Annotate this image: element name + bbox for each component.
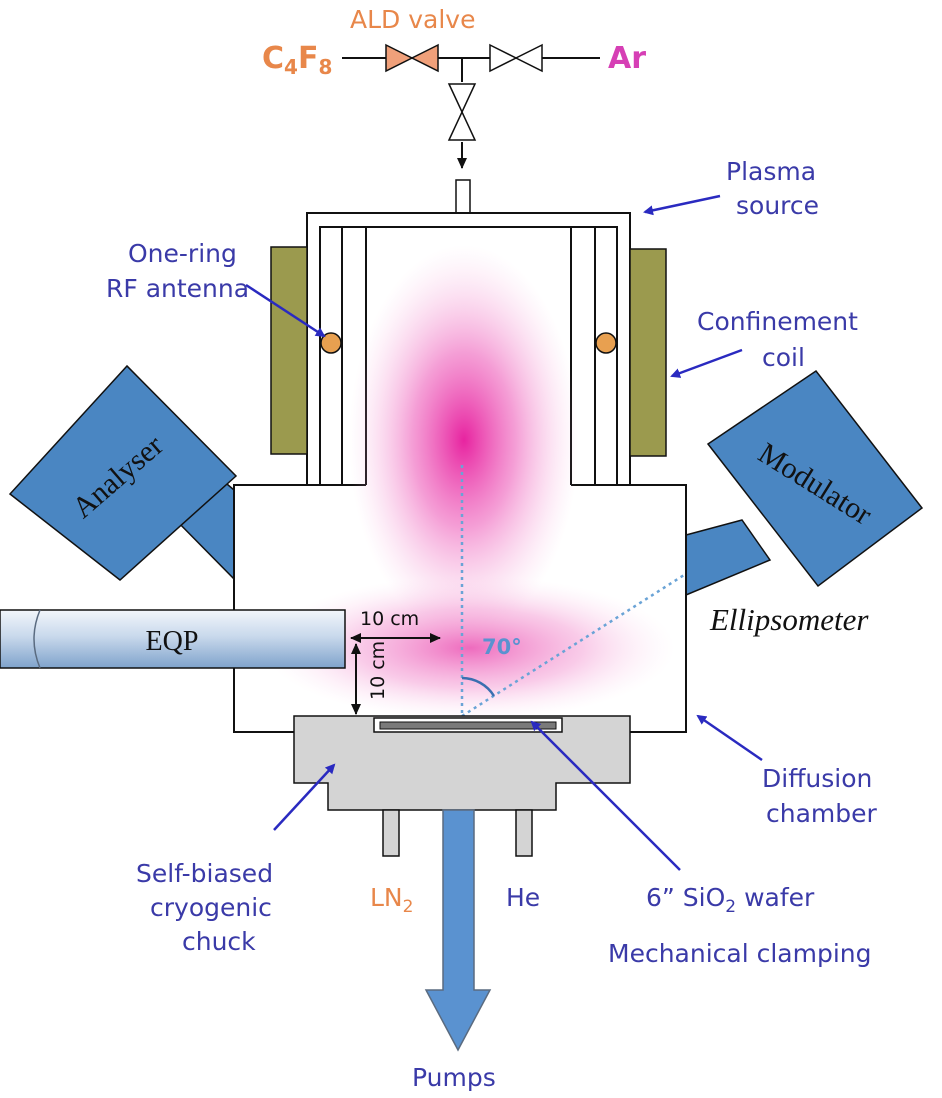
pumps-label: Pumps: [412, 1063, 496, 1092]
eqp-probe: EQP: [0, 609, 346, 669]
c4f8-gas-label: C4F8: [262, 41, 332, 79]
argon-valve-icon[interactable]: [489, 43, 543, 73]
cryogenic-chuck: [293, 715, 631, 857]
argon-gas-label: Ar: [608, 41, 646, 76]
plasma-source-callout: [643, 194, 721, 216]
dimension-vertical-label: 10 cm: [367, 641, 389, 700]
antenna-callout: [245, 283, 326, 338]
ellipsometer-beam: [460, 465, 685, 718]
pumps-arrow-icon: [424, 809, 492, 1052]
analyser: Analyser: [8, 364, 241, 587]
angle-label: 70°: [482, 635, 522, 659]
modulator: Modulator: [685, 369, 924, 597]
ln2-label: LN2: [370, 883, 413, 917]
coil-callout: [670, 348, 743, 378]
chuck-label-line1: Self-biased: [136, 859, 273, 888]
coil-label-line1: Confinement: [697, 307, 858, 336]
ald-valve-label: ALD valve: [350, 5, 475, 34]
dimension-horizontal-label: 10 cm: [360, 608, 419, 630]
confinement-coil-right: [629, 248, 667, 457]
diffusion-chamber-callout: [696, 714, 763, 762]
ald-valve-icon[interactable]: [385, 43, 439, 73]
chuck-label-line3: chuck: [182, 927, 256, 956]
confinement-coil-left: [270, 246, 308, 455]
ellipsometer-label: Ellipsometer: [709, 602, 869, 637]
plasma-glow-lower: [265, 576, 675, 720]
eqp-label: EQP: [146, 626, 199, 657]
rf-antenna-right-icon: [595, 332, 617, 354]
rf-antenna-left-icon: [320, 332, 342, 354]
plasma-source-label-line1: Plasma: [726, 157, 816, 186]
ln2-line: [382, 809, 400, 857]
chuck-label-line2: cryogenic: [150, 893, 272, 922]
wafer-callout: [530, 720, 681, 871]
plasma-source-label-line2: source: [736, 191, 819, 220]
chuck-callout: [273, 763, 336, 831]
he-line: [515, 809, 533, 857]
gas-line: [342, 57, 600, 169]
plasma-glow-upper: [349, 245, 579, 635]
antenna-label-line2: RF antenna: [106, 274, 249, 303]
clamping-label: Mechanical clamping: [608, 939, 872, 968]
diffusion-label-line2: chamber: [766, 799, 878, 828]
coil-label-line2: coil: [762, 343, 805, 372]
antenna-label-line1: One-ring: [128, 239, 237, 268]
wafer-label: 6” SiO2 wafer: [646, 883, 815, 917]
he-label: He: [506, 883, 540, 912]
wafer: [379, 721, 557, 730]
inlet-valve-icon[interactable]: [447, 83, 477, 141]
diffusion-label-line1: Diffusion: [762, 764, 872, 793]
